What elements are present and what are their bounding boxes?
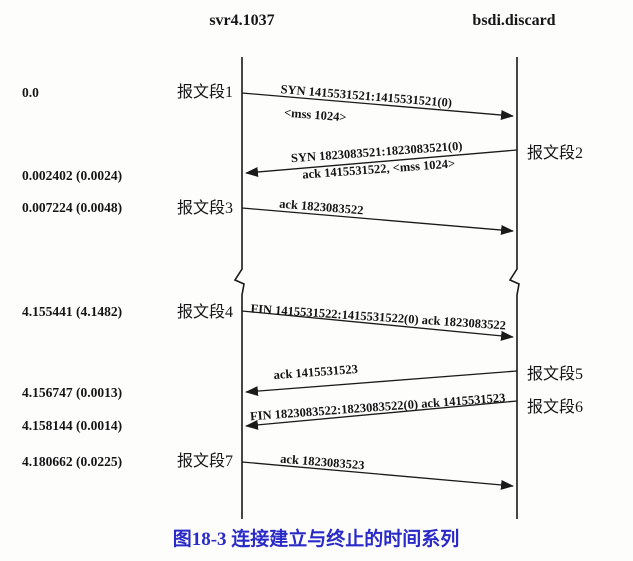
timeline-rail-left — [233, 57, 245, 519]
time-label-1: 0.0 — [22, 85, 39, 100]
time-label-2: 0.002402 (0.0024) — [22, 168, 122, 183]
segment-label-5: 报文段5 — [527, 365, 583, 383]
arrow-label-1-top: SYN 1415531521:1415531521(0) — [280, 82, 452, 110]
time-label-3: 0.007224 (0.0048) — [22, 200, 122, 215]
segment-label-6: 报文段6 — [527, 398, 583, 416]
arrow-segment-7 — [241, 461, 514, 490]
host-label-right: bsdi.discard — [472, 12, 555, 29]
time-label-5: 4.156747 (0.0013) — [22, 385, 122, 400]
arrow-segment-2 — [245, 149, 518, 177]
segment-label-7: 报文段7 — [177, 452, 233, 470]
host-label-left: svr4.1037 — [209, 12, 274, 29]
arrow-segment-1 — [241, 92, 514, 120]
segment-label-4: 报文段4 — [177, 303, 233, 321]
segment-label-1: 报文段1 — [177, 83, 233, 101]
arrow-label-3: ack 1823083522 — [279, 197, 364, 218]
arrow-segment-3 — [241, 207, 514, 235]
time-label-6: 4.158144 (0.0014) — [22, 418, 122, 433]
figure-caption: 图18-3 连接建立与终止的时间系列 — [173, 527, 460, 550]
segment-label-3: 报文段3 — [177, 199, 233, 217]
time-label-4: 4.155441 (4.1482) — [22, 304, 122, 319]
time-label-7: 4.180662 (0.0225) — [22, 454, 122, 469]
arrow-segment-4 — [241, 310, 514, 341]
arrow-segment-5 — [245, 370, 518, 397]
segment-label-2: 报文段2 — [527, 144, 583, 162]
arrow-label-1-bottom: <mss 1024> — [284, 106, 347, 125]
arrow-label-4: FIN 1415531522:1415531522(0) ack 1823083… — [250, 302, 506, 333]
arrow-label-5: ack 1415531523 — [273, 362, 358, 382]
arrow-label-7: ack 1823083523 — [280, 452, 365, 473]
timeline-rail-right — [508, 57, 520, 519]
arrow-label-6: FIN 1823083522:1823083522(0) ack 1415531… — [250, 391, 506, 424]
arrow-segment-6 — [245, 400, 518, 430]
